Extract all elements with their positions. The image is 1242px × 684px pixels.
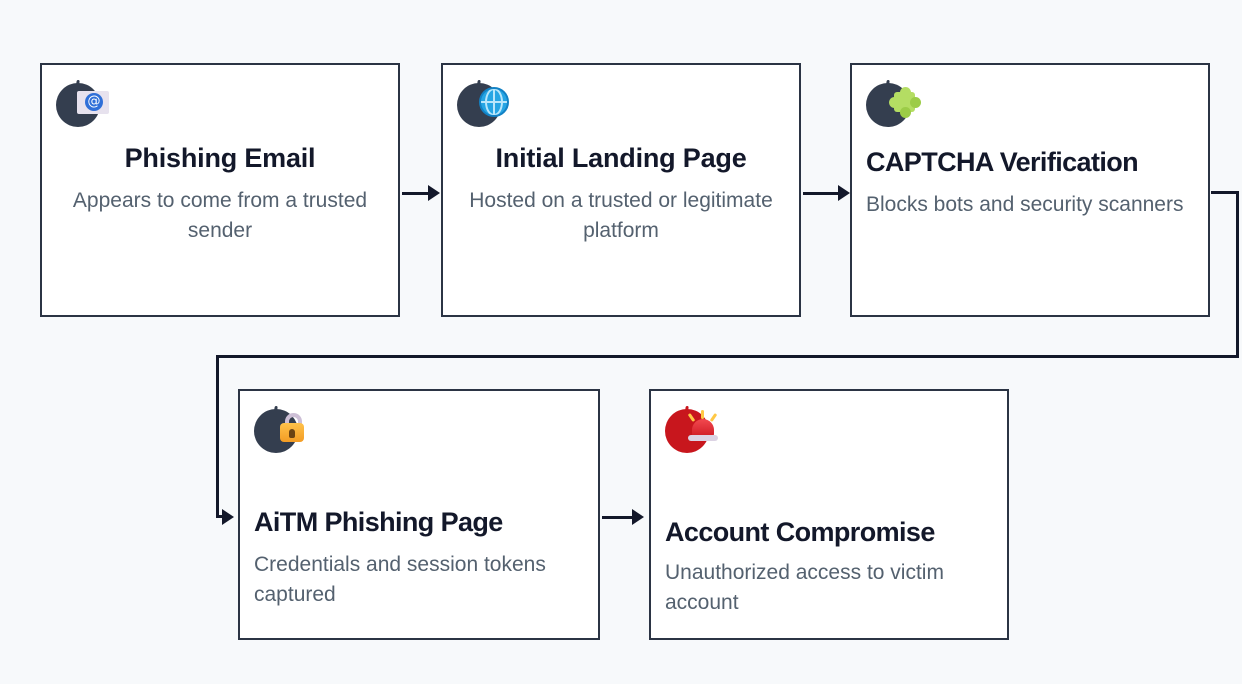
node-captcha-verification[interactable]: CAPTCHA Verification Blocks bots and sec… xyxy=(850,63,1210,317)
arrowhead-icon xyxy=(222,509,234,525)
edge-aitm-phishing-page-to-account-compromise xyxy=(602,516,634,519)
bomb-padlock-icon xyxy=(254,405,304,455)
at-symbol-icon: @ xyxy=(85,93,103,111)
node-aitm-phishing-page[interactable]: AiTM Phishing Page Credentials and sessi… xyxy=(238,389,600,640)
bomb-puzzle-icon xyxy=(866,79,921,129)
alarm-ray xyxy=(701,410,704,419)
node-description: Appears to come from a trusted sender xyxy=(72,189,368,242)
edge-initial-landing-page-to-captcha-verification xyxy=(803,192,839,195)
envelope-at-icon: @ xyxy=(77,91,109,114)
node-title: Initial Landing Page xyxy=(495,143,747,173)
edge-captcha-verification-to-aitm-phishing-page xyxy=(1211,191,1239,194)
alarm-base xyxy=(688,435,718,441)
arrowhead-icon xyxy=(428,185,440,201)
puzzle-knob xyxy=(910,97,921,108)
puzzle-body xyxy=(894,92,915,112)
node-phishing-email[interactable]: @ Phishing Email Appears to come from a … xyxy=(40,63,400,317)
puzzle-knob xyxy=(900,87,911,98)
edge-captcha-verification-to-aitm-phishing-page-segment xyxy=(1236,191,1239,358)
node-description: Unauthorized access to victim account xyxy=(665,561,944,614)
node-description: Credentials and session tokens captured xyxy=(254,553,546,606)
padlock-shackle xyxy=(285,413,302,428)
node-description: Blocks bots and security scanners xyxy=(866,193,1184,217)
edge-captcha-verification-to-aitm-phishing-page-segment xyxy=(216,355,219,518)
alarm-ray xyxy=(687,412,696,423)
fuse-icon xyxy=(476,79,481,92)
globe-icon xyxy=(479,87,509,117)
fuse-icon xyxy=(75,79,80,92)
node-title: CAPTCHA Verification xyxy=(866,147,1139,177)
node-account-compromise[interactable]: Account Compromise Unauthorized access t… xyxy=(649,389,1009,640)
padlock-keyhole xyxy=(289,429,295,438)
node-description: Hosted on a trusted or legitimate platfo… xyxy=(469,189,773,242)
rotating-light-icon xyxy=(687,410,719,441)
edge-captcha-verification-to-aitm-phishing-page-segment xyxy=(216,355,1239,358)
node-title: Phishing Email xyxy=(124,143,316,173)
arrowhead-icon xyxy=(838,185,850,201)
globe-meridian-icon xyxy=(485,89,503,115)
node-title: AiTM Phishing Page xyxy=(254,507,503,537)
bomb-email-icon: @ xyxy=(56,79,109,129)
puzzle-knob xyxy=(889,97,900,108)
puzzle-piece-icon xyxy=(889,87,921,118)
alarm-ray xyxy=(709,412,718,423)
puzzle-knob xyxy=(900,107,911,118)
edge-phishing-email-to-initial-landing-page xyxy=(402,192,430,195)
arrowhead-icon xyxy=(632,509,644,525)
alarm-dome xyxy=(692,419,714,437)
node-initial-landing-page[interactable]: Initial Landing Page Hosted on a trusted… xyxy=(441,63,801,317)
node-title: Account Compromise xyxy=(665,517,935,547)
fuse-icon xyxy=(273,405,278,418)
padlock-icon xyxy=(279,413,309,443)
alarm-bell-icon xyxy=(665,405,718,455)
bomb-globe-icon xyxy=(457,79,509,129)
